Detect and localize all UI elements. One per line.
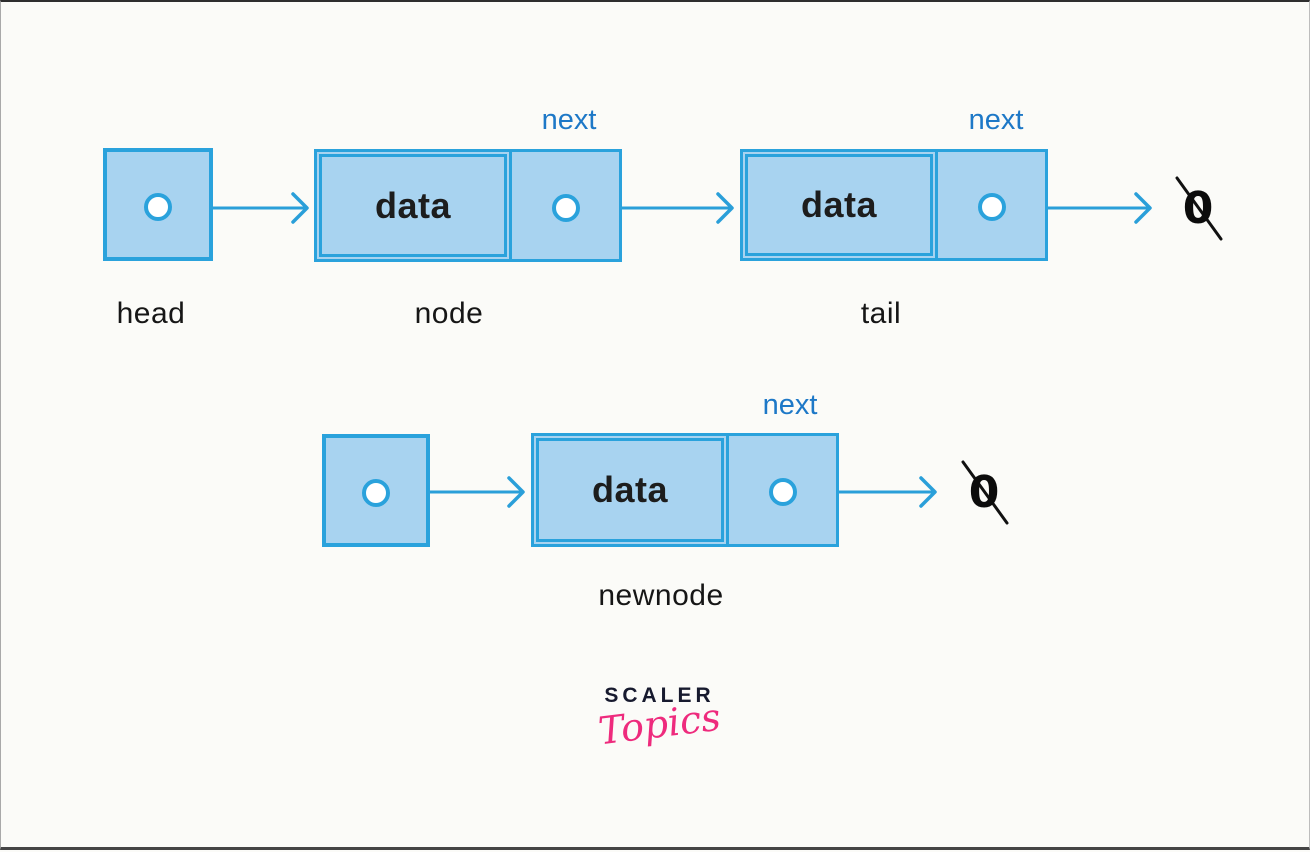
tail-data-text: data	[800, 184, 878, 225]
head-label: head	[116, 297, 186, 330]
head-pointer-box	[103, 148, 213, 261]
node-box: data	[314, 149, 622, 262]
newnode-data-text: data	[591, 469, 669, 510]
newnode-label: newnode	[598, 579, 724, 612]
tail-next-cell	[935, 152, 1045, 258]
tail-data-cell: data	[745, 154, 933, 256]
head-pointer-circle	[144, 192, 172, 221]
null-symbol-row2: 0	[968, 467, 1000, 518]
newnode-data-cell: data	[536, 438, 724, 542]
node-next-label: next	[541, 104, 597, 136]
node-next-cell	[509, 152, 619, 259]
node-next-pointer-circle	[551, 193, 580, 222]
node-data-text: data	[374, 184, 452, 226]
newnode-next-cell	[726, 436, 836, 544]
tail-next-label: next	[968, 104, 1024, 136]
newnode-pointer-box	[322, 434, 430, 547]
logo-brand-text: SCALER	[604, 684, 715, 707]
node-data-cell: data	[319, 154, 507, 257]
tail-box: data	[740, 149, 1048, 261]
newnode-pointer-circle	[362, 478, 390, 507]
newnode-next-pointer-circle	[768, 478, 797, 507]
newnode-next-label: next	[762, 389, 818, 421]
tail-label: tail	[860, 297, 902, 330]
node-label: node	[414, 297, 484, 330]
tail-next-pointer-circle	[977, 193, 1006, 222]
newnode-box: data	[531, 433, 839, 547]
scaler-topics-logo: SCALER Topics	[577, 684, 742, 753]
null-symbol-row1: 0	[1182, 183, 1214, 234]
